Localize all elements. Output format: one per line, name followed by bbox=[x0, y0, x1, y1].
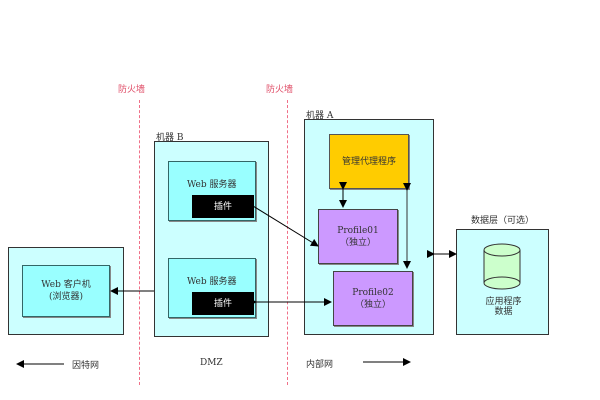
zone-dmz-label: DMZ bbox=[200, 358, 223, 368]
data-layer: 应用程序 数据 bbox=[456, 229, 549, 335]
web-server-2: Web 服务器 插件 bbox=[168, 258, 256, 318]
firewall-label-1: 防火墙 bbox=[118, 85, 146, 95]
web-client-box: Web 客户机 (浏览器) bbox=[22, 265, 110, 317]
web-client-title: Web 客户机 bbox=[41, 280, 91, 290]
profile02: Profile02 （独立） bbox=[333, 271, 413, 326]
machine-a: 管理代理程序 Profile01 （独立） Profile02 （独立） bbox=[304, 119, 434, 335]
db-label-line2: 数据 bbox=[494, 307, 513, 317]
db-label-line1: 应用程序 bbox=[485, 297, 522, 307]
web-client-subtitle: (浏览器) bbox=[48, 292, 84, 302]
profile01-name: Profile01 bbox=[337, 225, 379, 236]
firewall-line-1 bbox=[139, 100, 140, 385]
machine-a-title: 机器 A bbox=[306, 111, 334, 121]
plugin-2-label: 插件 bbox=[213, 298, 232, 309]
zone-intranet-label: 内部网 bbox=[306, 360, 334, 370]
profile01-note: （独立） bbox=[339, 237, 376, 248]
web-server-1-title: Web 服务器 bbox=[187, 180, 237, 190]
web-server-2-title: Web 服务器 bbox=[187, 277, 237, 287]
management-agent-label: 管理代理程序 bbox=[341, 156, 396, 167]
profile02-name: Profile02 bbox=[352, 287, 394, 298]
machine-b-title: 机器 B bbox=[156, 133, 184, 143]
client-machine: Web 客户机 (浏览器) bbox=[8, 247, 124, 335]
data-layer-title: 数据层（可选） bbox=[471, 216, 535, 226]
web-server-1: Web 服务器 插件 bbox=[168, 161, 256, 221]
arrow-plugin1-profile01 bbox=[244, 198, 319, 247]
db-label: 应用程序 数据 bbox=[457, 297, 550, 317]
plugin-1: 插件 bbox=[192, 195, 254, 218]
management-agent: 管理代理程序 bbox=[329, 134, 409, 189]
database-icon bbox=[483, 243, 521, 290]
plugin-2: 插件 bbox=[192, 292, 254, 315]
zone-internet-label: 因特网 bbox=[72, 361, 100, 371]
plugin-1-label: 插件 bbox=[213, 201, 232, 212]
profile02-note: （独立） bbox=[354, 299, 391, 310]
profile01: Profile01 （独立） bbox=[318, 209, 398, 264]
firewall-label-2: 防火墙 bbox=[266, 85, 294, 95]
